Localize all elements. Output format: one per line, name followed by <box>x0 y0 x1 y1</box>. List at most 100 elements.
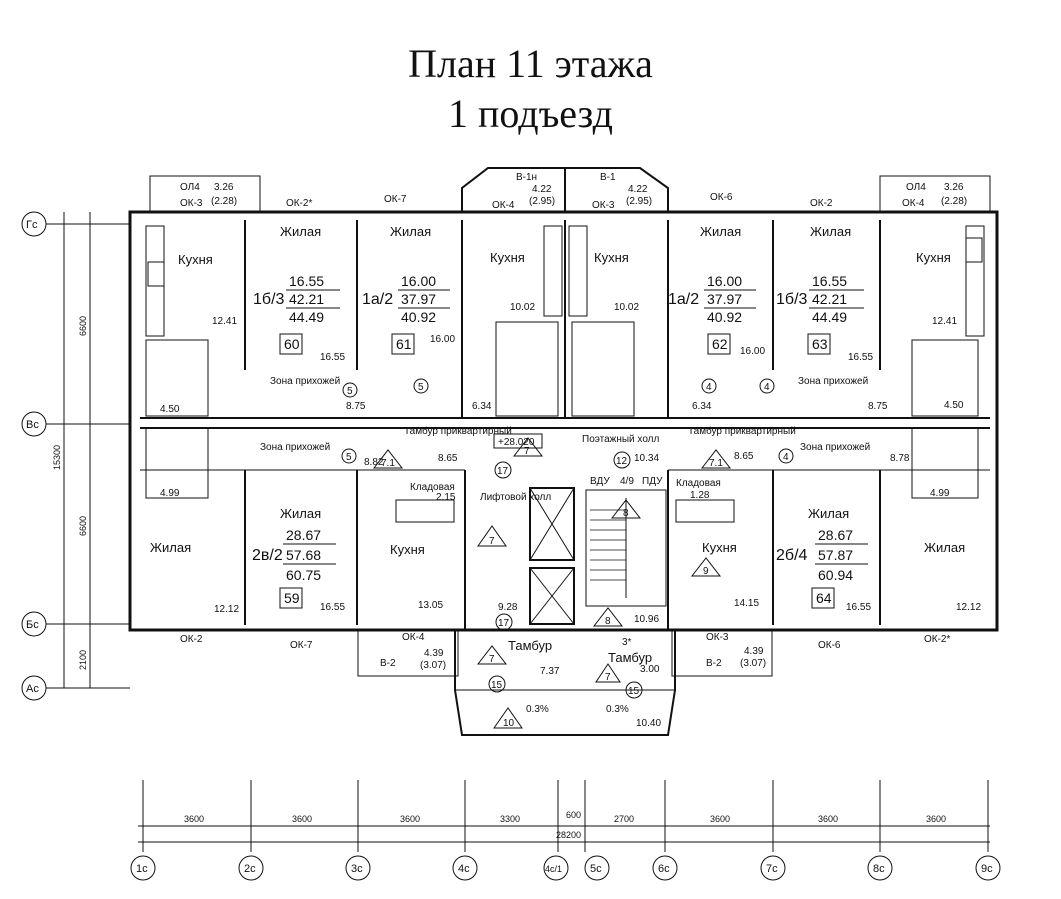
window-ok7-top: ОК-7 <box>384 194 407 205</box>
axis-bc: Бс <box>26 619 39 631</box>
dim-left-1: 6600 <box>78 316 88 336</box>
axis-7c: 7с <box>766 863 778 875</box>
slope-2: 0.3% <box>606 704 629 715</box>
balcony-bottom-left <box>357 629 459 677</box>
balcony-area-2: 4.22 <box>532 184 552 195</box>
area-p3: 8.65 <box>734 451 754 462</box>
svg-text:1б/3: 1б/3 <box>776 291 808 308</box>
room-living-60: Жилая <box>280 224 321 239</box>
elevator-shaft-1 <box>529 487 575 561</box>
tri-9: 10 <box>503 718 515 729</box>
dim-bottom-3: 3600 <box>400 814 420 824</box>
room-hall-zone-3: Зона прихожей <box>260 442 330 453</box>
room-living-59b: Жилая <box>150 540 191 555</box>
balcony-area-5b: (3.07) <box>420 660 446 671</box>
svg-text:40.92: 40.92 <box>707 309 742 325</box>
room-num-6: 4 <box>783 452 789 463</box>
room-num-8: 12 <box>616 456 628 467</box>
window-ok4-top: ОК-4 <box>492 200 515 211</box>
room-tambour-apt-2: Тамбур приквартирный <box>688 425 796 437</box>
elevator-shaft-2 <box>529 567 575 625</box>
balcony-area-1b: (2.28) <box>211 196 237 207</box>
room-living-59: Жилая <box>280 506 321 521</box>
area-p2: 10.34 <box>634 453 659 464</box>
outer-wall <box>128 210 999 632</box>
elevation-mark: +28.020 <box>498 437 535 448</box>
dim-bottom-1: 3600 <box>184 814 204 824</box>
area-k5: 16.00 <box>740 346 765 357</box>
area-c1: 6.34 <box>472 401 492 412</box>
svg-text:62: 62 <box>712 336 728 352</box>
balcony-area-5: 4.39 <box>424 648 444 659</box>
room-lift-hall: Лифтовой холл <box>480 491 551 503</box>
axis-gc: Гс <box>26 219 38 231</box>
balcony-right <box>879 175 991 213</box>
triangle-markers <box>372 437 732 729</box>
svg-text:44.49: 44.49 <box>812 309 847 325</box>
room-num-5: 5 <box>346 452 352 463</box>
tri-6: 8 <box>623 508 629 519</box>
room-kitchen-2: Кухня <box>490 250 525 265</box>
svg-text:1а/2: 1а/2 <box>668 291 699 308</box>
tri-1: 7.1 <box>381 458 395 469</box>
area-b2: 4.50 <box>944 400 964 411</box>
area-h2: 8.75 <box>868 401 888 412</box>
window-ok4-right: ОК-4 <box>902 198 925 209</box>
room-kitchen-1: Кухня <box>178 252 213 267</box>
window-ok2star-top: ОК-2* <box>286 198 312 209</box>
axis-markers-bottom <box>130 855 1001 881</box>
axis-8c: 8с <box>873 863 885 875</box>
svg-text:1а/2: 1а/2 <box>362 291 393 308</box>
room-hall-zone-4: Зона прихожей <box>800 442 870 453</box>
svg-text:60.94: 60.94 <box>818 567 853 583</box>
axis-markers-left <box>21 211 47 701</box>
room-num-4: 4 <box>764 382 770 393</box>
plan-subtitle: 1 подъезд <box>448 91 613 136</box>
svg-text:28.67: 28.67 <box>286 527 321 543</box>
window-ok6-top: ОК-6 <box>710 192 733 203</box>
svg-text:42.21: 42.21 <box>289 291 324 307</box>
tri-5: 7 <box>489 654 495 665</box>
svg-text:16.00: 16.00 <box>401 273 436 289</box>
axis-1c: 1с <box>136 863 148 875</box>
tri-4: 7 <box>489 536 495 547</box>
dim-bottom-5: 600 <box>566 810 581 820</box>
tri-8: 9 <box>703 566 709 577</box>
apartment-60-areas: 16.55 1б/3 42.21 44.49 60 <box>253 273 340 355</box>
area-z1: 16.55 <box>320 352 345 363</box>
area-tm2: 3.00 <box>640 664 660 675</box>
room-tambour-1: Тамбур <box>508 638 552 653</box>
axis-5c: 5с <box>590 863 602 875</box>
svg-text:60.75: 60.75 <box>286 567 321 583</box>
plan-title: План 11 этажа <box>408 41 653 86</box>
area-st: 10.96 <box>634 614 659 625</box>
area-lh: 9.28 <box>498 602 518 613</box>
room-kitchen-5: Кухня <box>390 542 425 557</box>
window-ok7-bottom: ОК-7 <box>290 640 313 651</box>
balcony-left <box>149 175 261 213</box>
area-b1: 4.50 <box>160 404 180 415</box>
area-k1: 12.41 <box>212 316 237 327</box>
window-ok2-top: ОК-2 <box>810 198 833 209</box>
room-kitchen-3: Кухня <box>594 250 629 265</box>
axis-ac: Ас <box>26 683 39 695</box>
room-num-1: 5 <box>347 386 353 397</box>
window-ok3-left: ОК-3 <box>180 198 203 209</box>
svg-text:60: 60 <box>284 336 300 352</box>
dim-bottom-6: 2700 <box>614 814 634 824</box>
window-ok2-bottom: ОК-2 <box>180 634 203 645</box>
axis-3c: 3с <box>351 863 363 875</box>
area-z2: 16.55 <box>848 352 873 363</box>
dim-bottom-2: 3600 <box>292 814 312 824</box>
window-ok2star-bottom: ОК-2* <box>924 634 950 645</box>
tri-7: 8 <box>605 616 611 627</box>
pdu-label: ПДУ <box>642 476 663 487</box>
area-v1: 10.40 <box>636 718 661 729</box>
room-pantry-1: Кладовая <box>410 482 455 493</box>
room-tambour-2: Тамбур <box>608 650 652 665</box>
entrance-outline <box>454 630 676 736</box>
balcony-area-6b: (3.07) <box>740 658 766 669</box>
apartment-64-areas: 28.67 2б/4 57.87 60.94 64 <box>776 527 868 609</box>
room-num-9: 17 <box>498 618 510 629</box>
slope-1: 0.3% <box>526 704 549 715</box>
